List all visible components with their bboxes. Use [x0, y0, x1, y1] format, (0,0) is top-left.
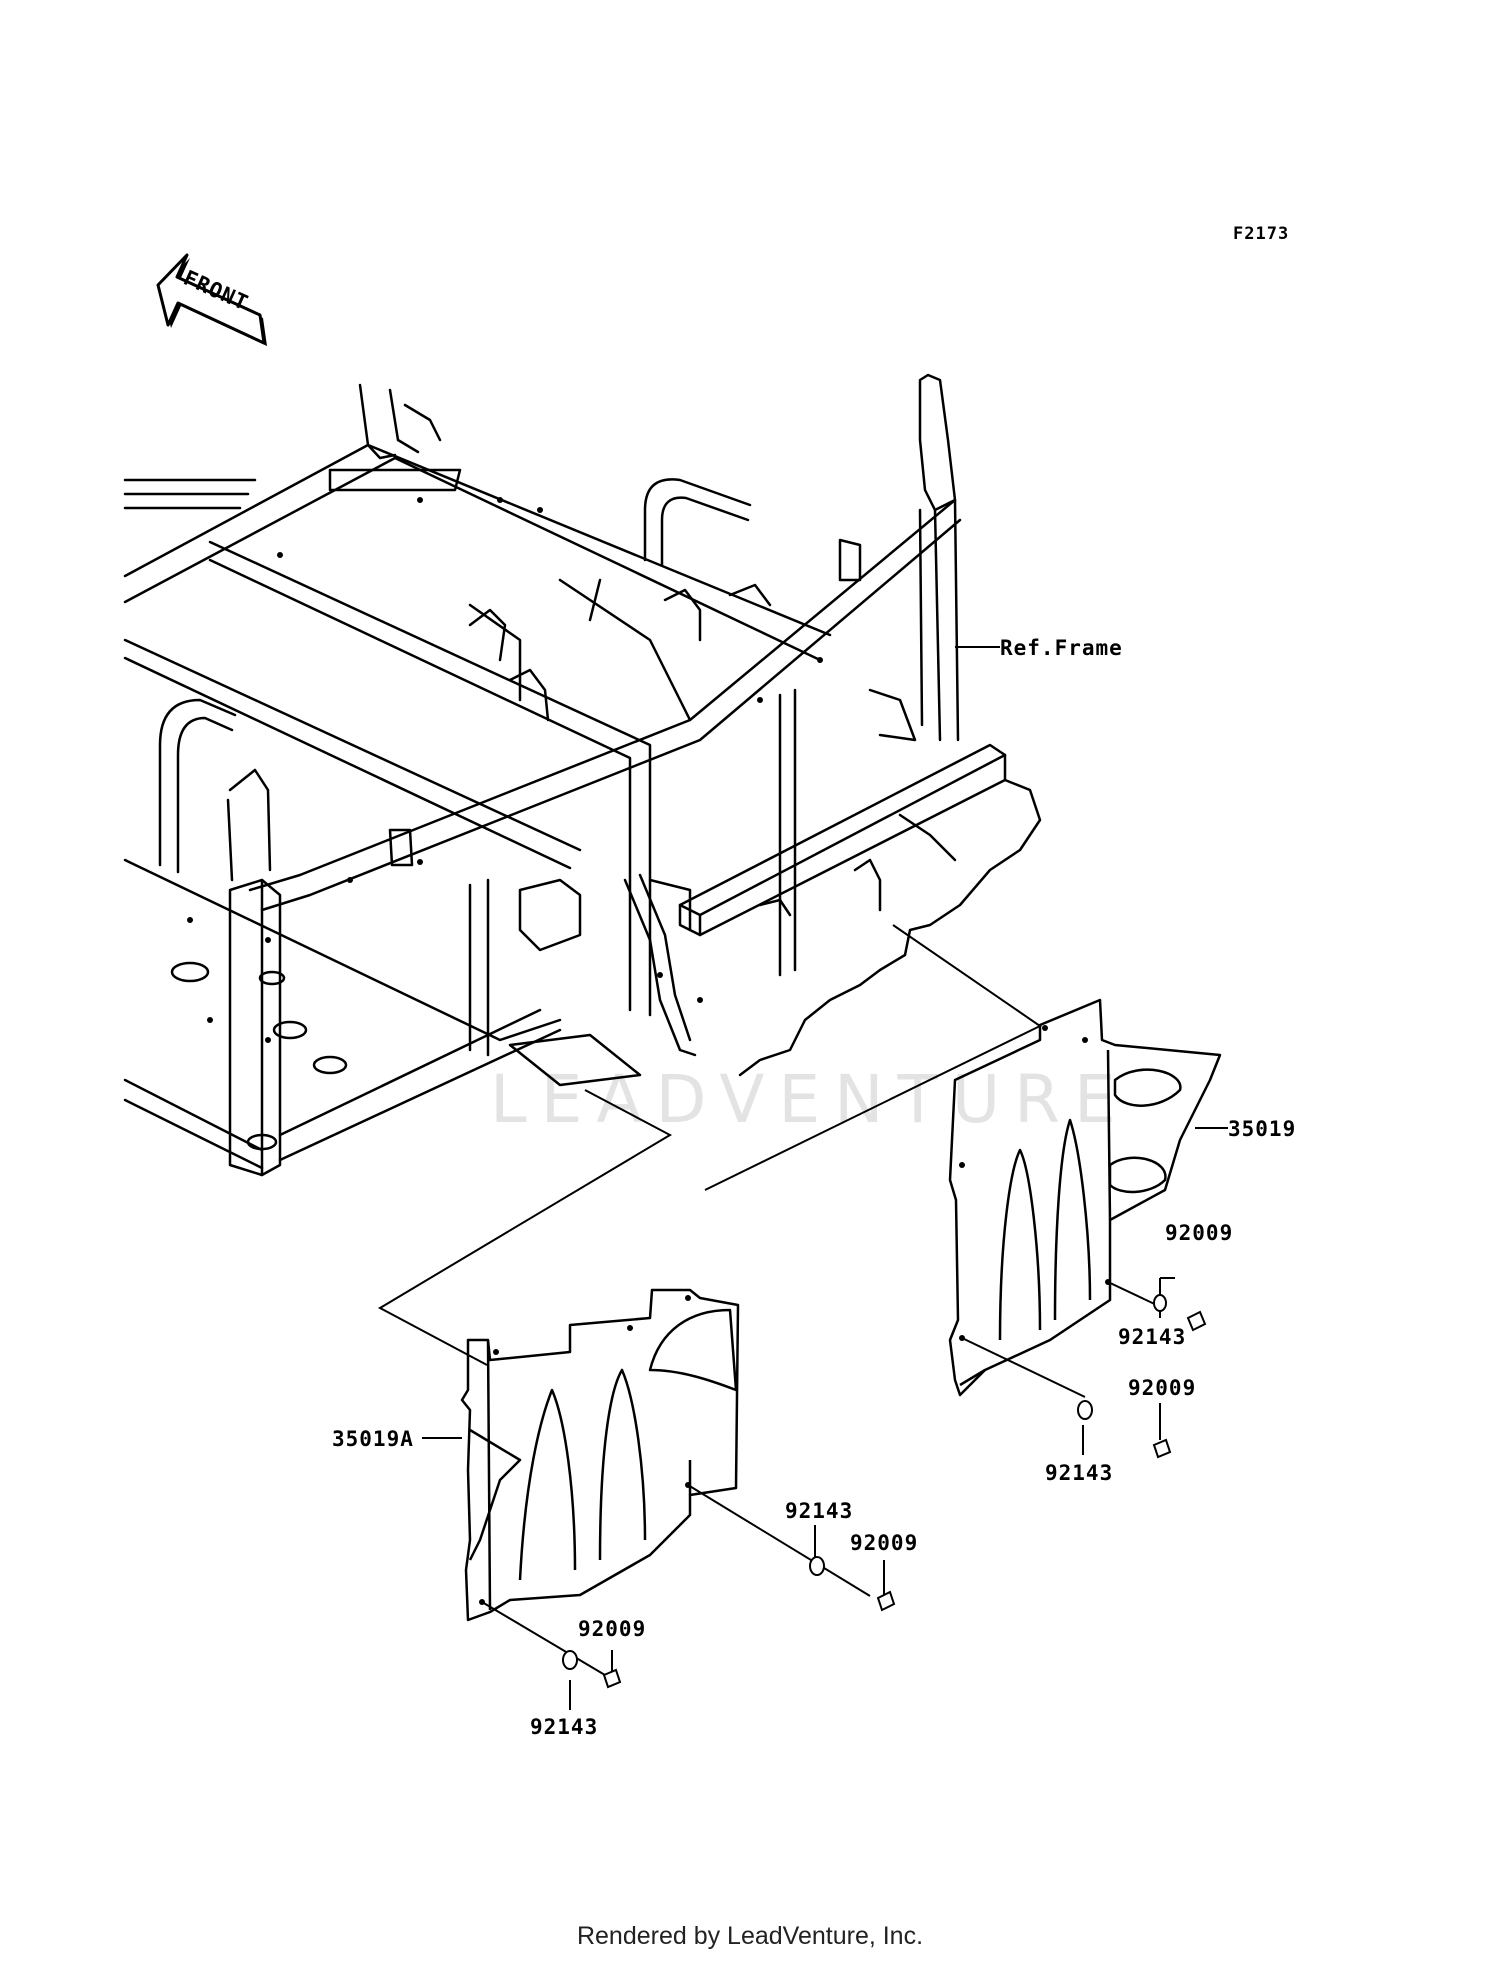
- l-92143-b-label: 92143: [530, 1715, 598, 1739]
- frame-assembly: [123, 373, 1042, 1177]
- l-92009-b-label: 92009: [578, 1617, 646, 1641]
- guard-35019: [948, 998, 1222, 1397]
- left-guard-upper-bolt-icon: [876, 1590, 896, 1612]
- part-35019-label: 35019: [1228, 1117, 1296, 1141]
- r-92143-b-label: 92143: [1045, 1461, 1113, 1485]
- left-guard-lower-bolt-icon: [602, 1668, 622, 1689]
- r-92009-b-label: 92009: [1128, 1376, 1196, 1400]
- left-guard-lower-collar-icon: [562, 1650, 578, 1670]
- right-guard-lower-bolt-icon: [1152, 1438, 1172, 1459]
- l-92009-a-label: 92009: [850, 1531, 918, 1555]
- r-92143-a-label: 92143: [1118, 1325, 1186, 1349]
- left-guard-upper-collar-icon: [809, 1556, 825, 1576]
- r-92009-a-label: 92009: [1165, 1221, 1233, 1245]
- front-arrow-icon: FRONT: [156, 253, 267, 346]
- figure-code: F2173: [1233, 224, 1289, 244]
- guard-35019a: [460, 1288, 740, 1622]
- l-92143-a-label: 92143: [785, 1499, 853, 1523]
- right-guard-upper-bolt-icon: [1186, 1310, 1207, 1332]
- left-guard-hardware: [481, 1484, 885, 1710]
- ref-frame-label: Ref.Frame: [1000, 636, 1123, 660]
- footer-credit: Rendered by LeadVenture, Inc.: [576, 1922, 924, 1950]
- part-35019a-label: 35019A: [332, 1427, 414, 1451]
- watermark: LEADVENTURE: [490, 1061, 1130, 1138]
- right-guard-upper-collar-icon: [1153, 1294, 1167, 1312]
- right-guard-lower-collar-icon: [1077, 1400, 1093, 1420]
